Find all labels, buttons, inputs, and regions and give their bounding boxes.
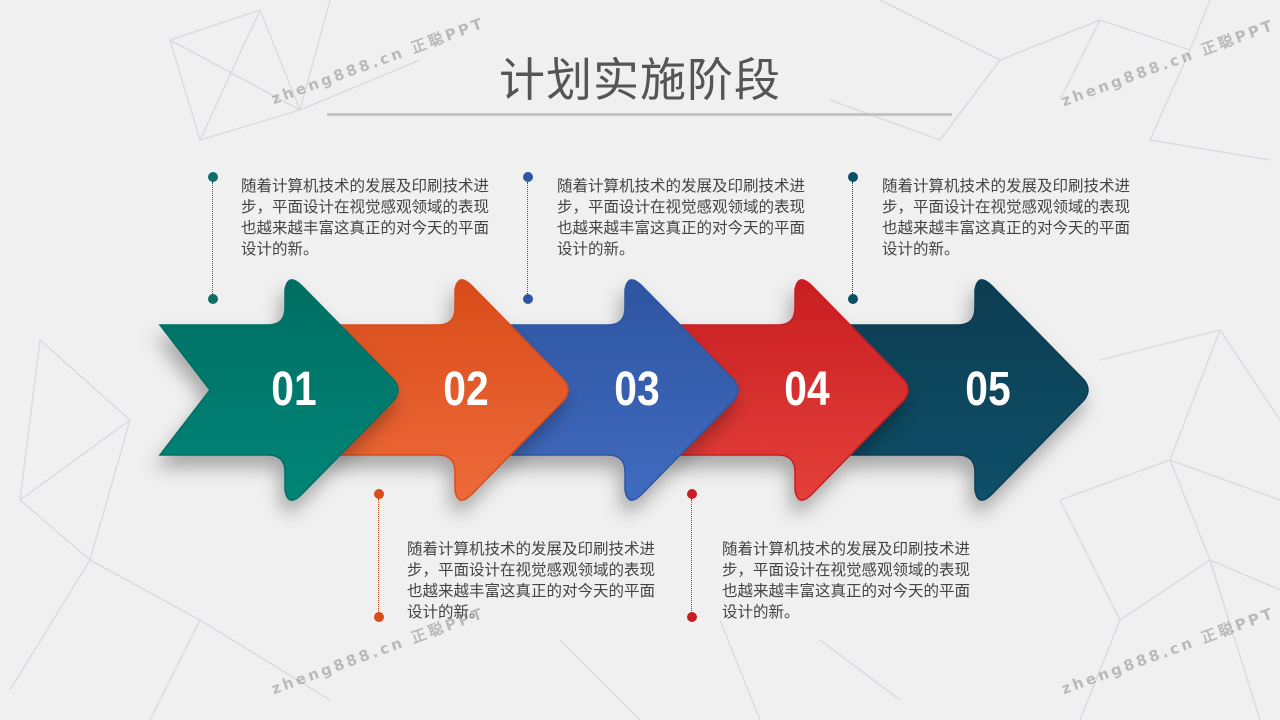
connector-dot [848, 172, 858, 182]
connector-line [691, 499, 692, 613]
step-number-04: 04 [784, 363, 830, 416]
step-arrow-03 [498, 279, 739, 501]
title-underline [327, 113, 952, 116]
step-02-description: 随着计算机技术的发展及印刷技术进步，平面设计在视觉感观领域的表现也越来越丰富这真… [407, 540, 656, 621]
step-arrow-01 [158, 279, 399, 501]
connector-dot [848, 294, 858, 304]
step-arrow-02 [328, 279, 569, 501]
step-number-03: 03 [614, 363, 660, 416]
step-number-02: 02 [443, 363, 489, 416]
connector-dot [523, 294, 533, 304]
connector-line [527, 182, 528, 296]
step-arrow-04 [668, 279, 909, 501]
connector-line [378, 499, 379, 613]
step-03-description: 随着计算机技术的发展及印刷技术进步，平面设计在视觉感观领域的表现也越来越丰富这真… [557, 177, 806, 258]
step-number-01: 01 [271, 363, 317, 416]
connector-dot [374, 489, 384, 499]
step-01-description: 随着计算机技术的发展及印刷技术进步，平面设计在视觉感观领域的表现也越来越丰富这真… [241, 177, 490, 258]
step-number-05: 05 [965, 363, 1011, 416]
connector-dot [208, 172, 218, 182]
connector-dot [208, 294, 218, 304]
connector-dot [687, 612, 697, 622]
connector-line [852, 182, 853, 296]
connector-dot [687, 489, 697, 499]
step-05-description: 随着计算机技术的发展及印刷技术进步，平面设计在视觉感观领域的表现也越来越丰富这真… [882, 177, 1131, 258]
step-arrow-05 [848, 279, 1089, 501]
step-04-description: 随着计算机技术的发展及印刷技术进步，平面设计在视觉感观领域的表现也越来越丰富这真… [722, 540, 971, 621]
page-title: 计划实施阶段 [499, 53, 781, 107]
connector-line [212, 182, 213, 296]
connector-dot [374, 612, 384, 622]
connector-dot [523, 172, 533, 182]
